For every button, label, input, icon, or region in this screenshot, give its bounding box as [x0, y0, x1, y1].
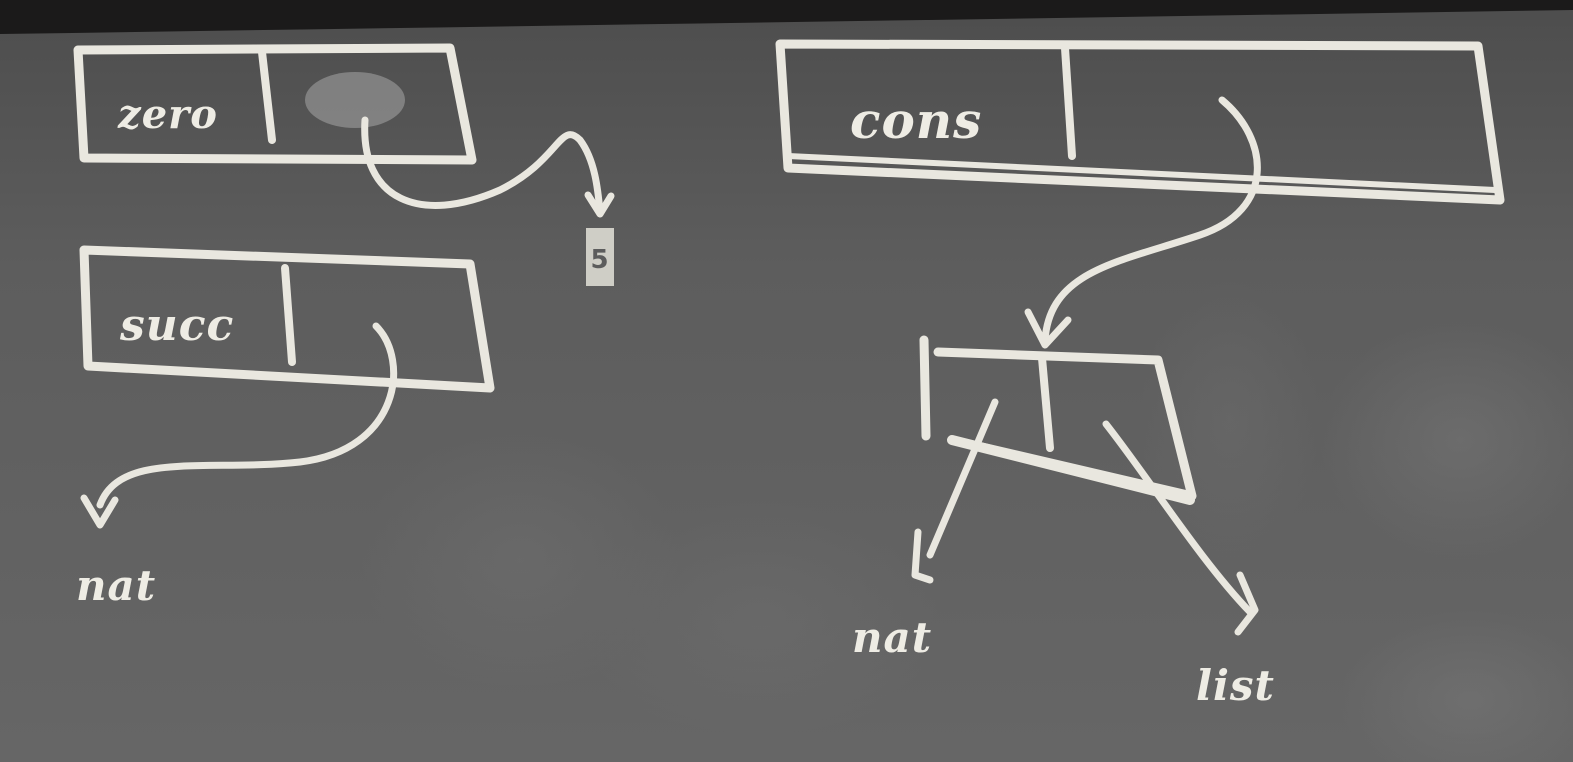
- succ-target-label: nat: [76, 561, 156, 610]
- pair-left-target-label: nat: [852, 613, 932, 662]
- cons-box-inner-line: [785, 153, 1498, 193]
- zero-value-box: 5: [586, 228, 614, 286]
- pair-box-divider: [1038, 354, 1054, 452]
- zero-box-outline: [73, 43, 477, 165]
- cons-node: cons: [775, 39, 1505, 205]
- succ-tag-label: succ: [119, 300, 234, 351]
- board-top-edge: [0, 0, 1573, 34]
- succ-node: succ: [79, 245, 495, 393]
- cons-box-divider: [1061, 44, 1076, 160]
- pair-left-arrow: nat: [852, 398, 999, 662]
- zero-field-arrow: [361, 116, 615, 218]
- eraser-smudges: [305, 72, 1573, 762]
- cons-box-outline: [775, 39, 1505, 205]
- zero-value-label: 5: [590, 245, 609, 275]
- succ-box-divider: [281, 264, 296, 366]
- succ-field-arrow: nat: [76, 322, 398, 610]
- succ-box-outline: [79, 245, 495, 393]
- pair-right-target-label: list: [1196, 661, 1275, 710]
- zero-box-divider: [258, 48, 276, 144]
- cons-tag-label: cons: [850, 91, 982, 150]
- zero-node: zero: [73, 43, 477, 165]
- cons-field-arrow: [1024, 96, 1261, 349]
- zero-tag-label: zero: [117, 91, 218, 138]
- pair-right-arrow: list: [1102, 420, 1275, 710]
